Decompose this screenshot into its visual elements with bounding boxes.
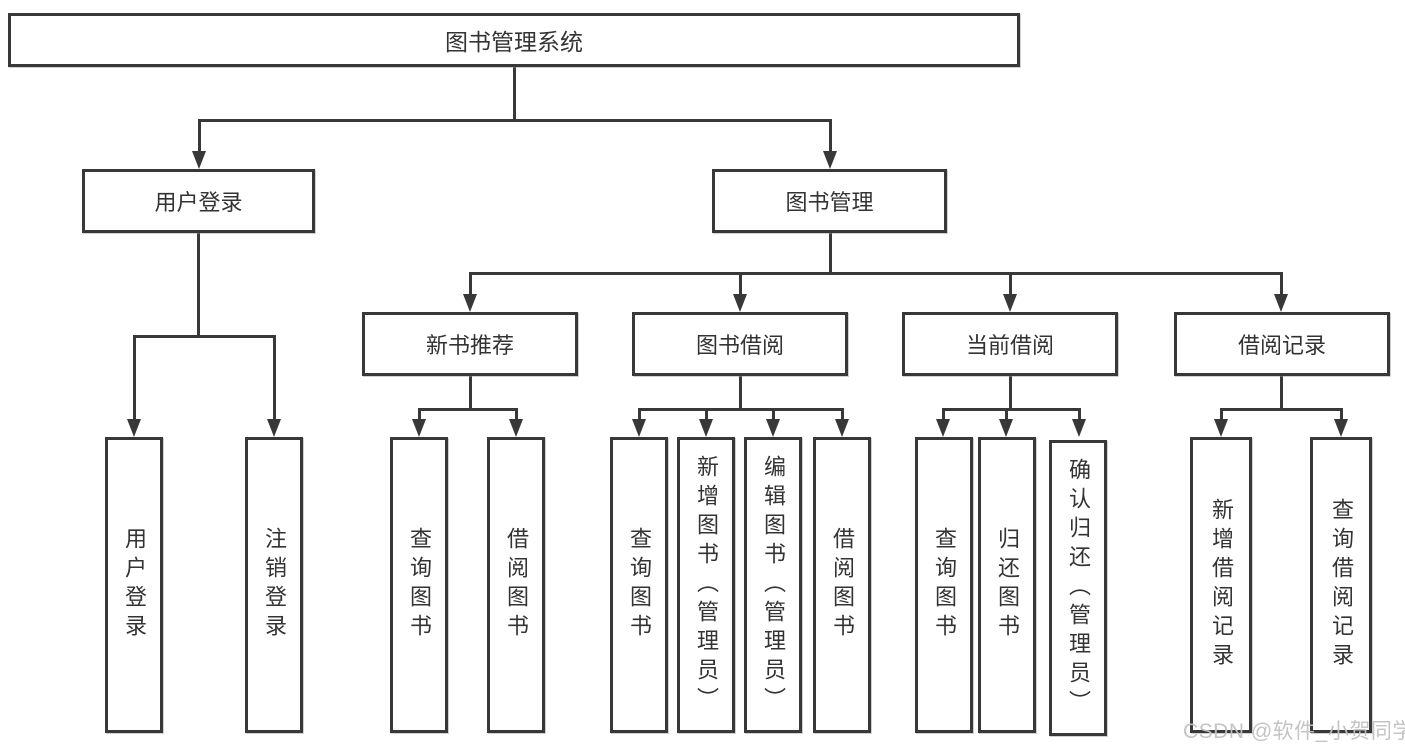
connector-arrow-shaft-bb-leaf4 <box>841 408 844 419</box>
connector-book-mgmt-drop <box>829 233 832 272</box>
arrowhead-rec-leaf1 <box>1214 419 1228 437</box>
connector-arrow-shaft-bb-leaf2 <box>705 408 708 419</box>
connector-arrow-shaft-bb-leaf3 <box>772 408 775 419</box>
node-user-login: 用户登录 <box>82 169 315 233</box>
connector-arrow-shaft-current-borrow <box>1009 272 1012 294</box>
leaf-new-borrow-books: 借阅图书 <box>487 437 545 733</box>
node-book-mgmt-label: 图书管理 <box>785 190 874 215</box>
leaf-user-logout: 注销登录 <box>245 437 303 733</box>
node-borrow-records: 借阅记录 <box>1174 312 1390 376</box>
arrowhead-bb-leaf2 <box>699 419 713 437</box>
leaf-bb-add-books-admin-label: 新增图书（管理员） <box>694 454 719 716</box>
arrowhead-user-login <box>192 151 206 169</box>
arrowhead-book-borrow <box>733 294 747 312</box>
connector-book-borrow-rail <box>638 408 844 411</box>
leaf-rec-add-record: 新增借阅记录 <box>1190 437 1252 733</box>
connector-level2-rail <box>198 119 832 122</box>
arrowhead-bb-leaf1 <box>632 419 646 437</box>
connector-arrow-shaft-user-leaf1 <box>133 335 136 419</box>
arrowhead-new-leaf2 <box>509 419 523 437</box>
connector-arrow-shaft-cb-leaf3 <box>1078 408 1081 419</box>
leaf-user-logout-label: 注销登录 <box>262 527 287 643</box>
leaf-rec-add-record-label: 新增借阅记录 <box>1209 498 1234 672</box>
arrowhead-bb-leaf3 <box>766 419 780 437</box>
node-book-borrow: 图书借阅 <box>632 312 848 376</box>
connector-book-borrow-drop <box>739 376 742 408</box>
csdn-watermark: CSDN @软件_小贺同学 <box>1183 720 1405 743</box>
arrowhead-current-borrow <box>1003 294 1017 312</box>
arrowhead-rec-leaf2 <box>1334 419 1348 437</box>
node-book-mgmt: 图书管理 <box>712 169 947 233</box>
connector-arrow-shaft-user-leaf2 <box>273 335 276 419</box>
connector-arrow-shaft-new-book <box>469 272 472 294</box>
leaf-cb-return-books-label: 归还图书 <box>995 527 1020 643</box>
node-root-label: 图书管理系统 <box>445 29 583 55</box>
leaf-user-login-label: 用户登录 <box>122 527 147 643</box>
connector-arrow-shaft-rec-leaf1 <box>1220 408 1223 419</box>
node-user-login-label: 用户登录 <box>154 190 243 215</box>
connector-user-login-drop <box>197 233 200 335</box>
leaf-bb-edit-books-admin-label: 编辑图书（管理员） <box>761 454 786 716</box>
leaf-cb-confirm-return-admin: 确认归还（管理员） <box>1049 440 1107 736</box>
arrowhead-new-leaf1 <box>412 419 426 437</box>
arrowhead-user-leaf2 <box>267 419 281 437</box>
connector-arrow-shaft-borrow-records <box>1280 272 1283 294</box>
connector-current-borrow-rail <box>942 408 1081 411</box>
connector-arrow-shaft-new-leaf2 <box>515 408 518 419</box>
connector-arrow-shaft-cb-leaf1 <box>942 408 945 419</box>
leaf-rec-query-record-label: 查询借阅记录 <box>1329 498 1354 672</box>
node-current-borrow: 当前借阅 <box>902 312 1118 376</box>
connector-arrow-shaft-cb-leaf2 <box>1005 408 1008 419</box>
leaf-new-query-books-label: 查询图书 <box>407 527 432 643</box>
leaf-rec-query-record: 查询借阅记录 <box>1310 437 1372 733</box>
connector-arrow-shaft-book-borrow <box>739 272 742 294</box>
arrowhead-cb-leaf1 <box>936 419 950 437</box>
node-book-borrow-label: 图书借阅 <box>695 333 784 358</box>
leaf-cb-confirm-return-admin-label: 确认归还（管理员） <box>1066 457 1091 719</box>
node-new-book-rec: 新书推荐 <box>362 312 578 376</box>
leaf-cb-query-books-label: 查询图书 <box>932 527 957 643</box>
arrowhead-cb-leaf2 <box>999 419 1013 437</box>
leaf-bb-edit-books-admin: 编辑图书（管理员） <box>744 437 802 733</box>
connector-new-book-rail <box>418 408 518 411</box>
leaf-bb-add-books-admin: 新增图书（管理员） <box>677 437 735 733</box>
arrowhead-new-book <box>463 294 477 312</box>
leaf-bb-borrow-books: 借阅图书 <box>813 437 871 733</box>
node-new-book-rec-label: 新书推荐 <box>425 333 514 358</box>
arrowhead-user-leaf1 <box>127 419 141 437</box>
connector-borrow-records-drop <box>1280 376 1283 408</box>
connector-arrow-shaft-rec-leaf2 <box>1340 408 1343 419</box>
arrowhead-bb-leaf4 <box>835 419 849 437</box>
leaf-bb-query-books: 查询图书 <box>610 437 668 733</box>
node-root: 图书管理系统 <box>8 13 1020 67</box>
connector-new-book-drop <box>469 376 472 408</box>
connector-arrow-shaft-bb-leaf1 <box>638 408 641 419</box>
connector-borrow-records-rail <box>1220 408 1343 411</box>
leaf-cb-return-books: 归还图书 <box>978 437 1036 733</box>
leaf-new-query-books: 查询图书 <box>390 437 448 733</box>
node-borrow-records-label: 借阅记录 <box>1237 333 1326 358</box>
leaf-new-borrow-books-label: 借阅图书 <box>504 527 529 643</box>
leaf-bb-query-books-label: 查询图书 <box>627 527 652 643</box>
connector-root-drop <box>513 67 516 119</box>
arrowhead-book-mgmt <box>823 151 837 169</box>
connector-user-rail <box>133 335 276 338</box>
connector-arrow-shaft-user-login <box>198 119 201 151</box>
node-current-borrow-label: 当前借阅 <box>965 333 1054 358</box>
connector-level3-rail <box>469 272 1283 275</box>
connector-arrow-shaft-new-leaf1 <box>418 408 421 419</box>
arrowhead-cb-leaf3 <box>1072 419 1086 437</box>
leaf-bb-borrow-books-label: 借阅图书 <box>830 527 855 643</box>
connector-current-borrow-drop <box>1009 376 1012 408</box>
connector-arrow-shaft-book-mgmt <box>829 119 832 151</box>
leaf-user-login: 用户登录 <box>105 437 163 733</box>
leaf-cb-query-books: 查询图书 <box>915 437 973 733</box>
arrowhead-borrow-records <box>1274 294 1288 312</box>
